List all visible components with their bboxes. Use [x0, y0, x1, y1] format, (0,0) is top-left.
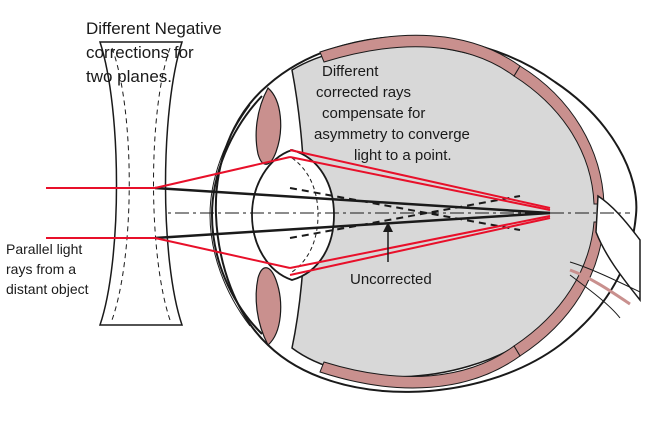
- cornea: [209, 95, 263, 335]
- choroid-layer: [319, 34, 605, 389]
- uncorrected-rays: [289, 187, 521, 239]
- eye-note: Different corrected rays compensate for …: [314, 63, 474, 164]
- eye-note-line-1: Different: [322, 63, 379, 80]
- iris-top: [255, 87, 282, 165]
- source-note-line-2: rays from a: [6, 261, 76, 277]
- eye-note-line-5: light to a point.: [354, 147, 452, 164]
- top-note-line-2: corrections for: [86, 43, 194, 62]
- eye-note-line-3: compensate for: [322, 105, 425, 122]
- source-note-line-3: distant object: [6, 281, 89, 297]
- crystalline-lens: [251, 149, 335, 281]
- top-note: Different Negative corrections for two p…: [86, 19, 227, 86]
- uncorrected-arrow: [383, 222, 393, 262]
- red-rays: [46, 149, 551, 276]
- optic-nerve: [569, 194, 641, 319]
- source-note: Parallel light rays from a distant objec…: [6, 241, 89, 297]
- corrected-black-rays: [154, 186, 551, 240]
- uncorrected-label: Uncorrected: [350, 271, 432, 288]
- corrective-concave-lens: [98, 41, 184, 326]
- iris-bottom: [255, 267, 282, 346]
- top-note-line-3: two planes.: [86, 67, 172, 86]
- eye-note-line-2: corrected rays: [316, 84, 411, 101]
- source-note-line-1: Parallel light: [6, 241, 82, 257]
- top-note-line-1: Different Negative: [86, 19, 222, 38]
- eye-note-line-4: asymmetry to converge: [314, 126, 470, 143]
